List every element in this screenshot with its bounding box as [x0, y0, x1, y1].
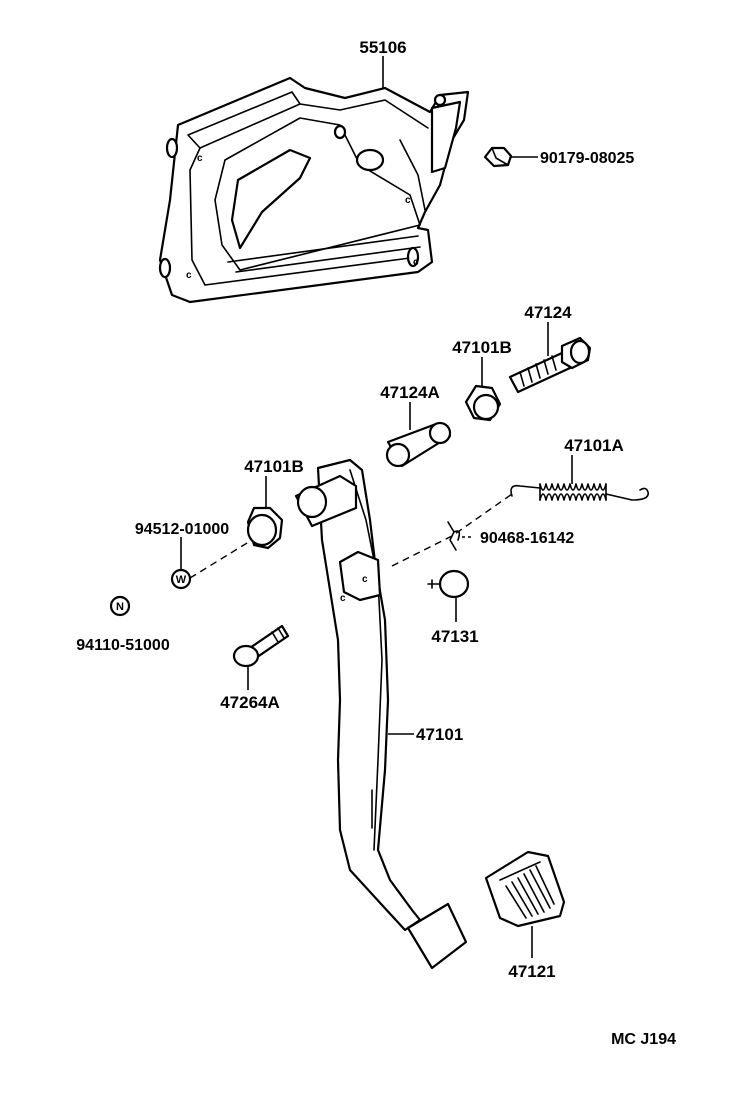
label-collar: 47124A: [380, 383, 440, 402]
pivot-bolt: [508, 336, 592, 394]
svg-text:c: c: [362, 574, 368, 585]
label-bracket: 55106: [359, 38, 406, 57]
label-pin: 47264A: [220, 693, 280, 712]
svg-text:c: c: [186, 270, 192, 281]
svg-text:c: c: [405, 195, 411, 206]
svg-text:c: c: [340, 593, 346, 604]
assembly-line-washer: [189, 539, 253, 579]
svg-text:c: c: [197, 153, 203, 164]
label-washer: 94512-01000: [135, 521, 229, 538]
nut-symbol-letter: N: [116, 601, 124, 613]
pedal-arm: c c: [294, 458, 468, 970]
spring-clip: [447, 521, 461, 551]
stopper-cushion: [427, 569, 470, 599]
label-pedal-pad: 47121: [508, 962, 555, 981]
collar-tube: [385, 421, 452, 468]
return-spring: [510, 483, 649, 501]
label-pedal-arm: 47101: [416, 725, 463, 744]
label-spring: 47101A: [564, 436, 624, 455]
diagram-code: MC J194: [611, 1031, 676, 1048]
svg-text:c: c: [413, 257, 419, 268]
label-clip-spring: 90468-16142: [480, 530, 574, 547]
nut-symbol-icon: [109, 595, 131, 617]
label-stopper: 47131: [431, 627, 478, 646]
label-bushing-right: 47101B: [452, 338, 512, 357]
pedal-pin: [232, 624, 290, 668]
label-bolt: 47124: [524, 303, 572, 322]
bushing-left: [246, 506, 284, 550]
washer-symbol-icon: [170, 568, 192, 590]
label-clip-top: 90179-08025: [540, 150, 634, 167]
clip-nut: [483, 146, 513, 168]
bushing-right: [464, 384, 502, 422]
pedal-pad: [484, 850, 566, 928]
label-nut: 94110-51000: [76, 637, 170, 654]
pedal-bracket: c c c c: [158, 76, 470, 304]
washer-symbol-letter: W: [176, 574, 187, 586]
label-bushing-left: 47101B: [244, 457, 304, 476]
